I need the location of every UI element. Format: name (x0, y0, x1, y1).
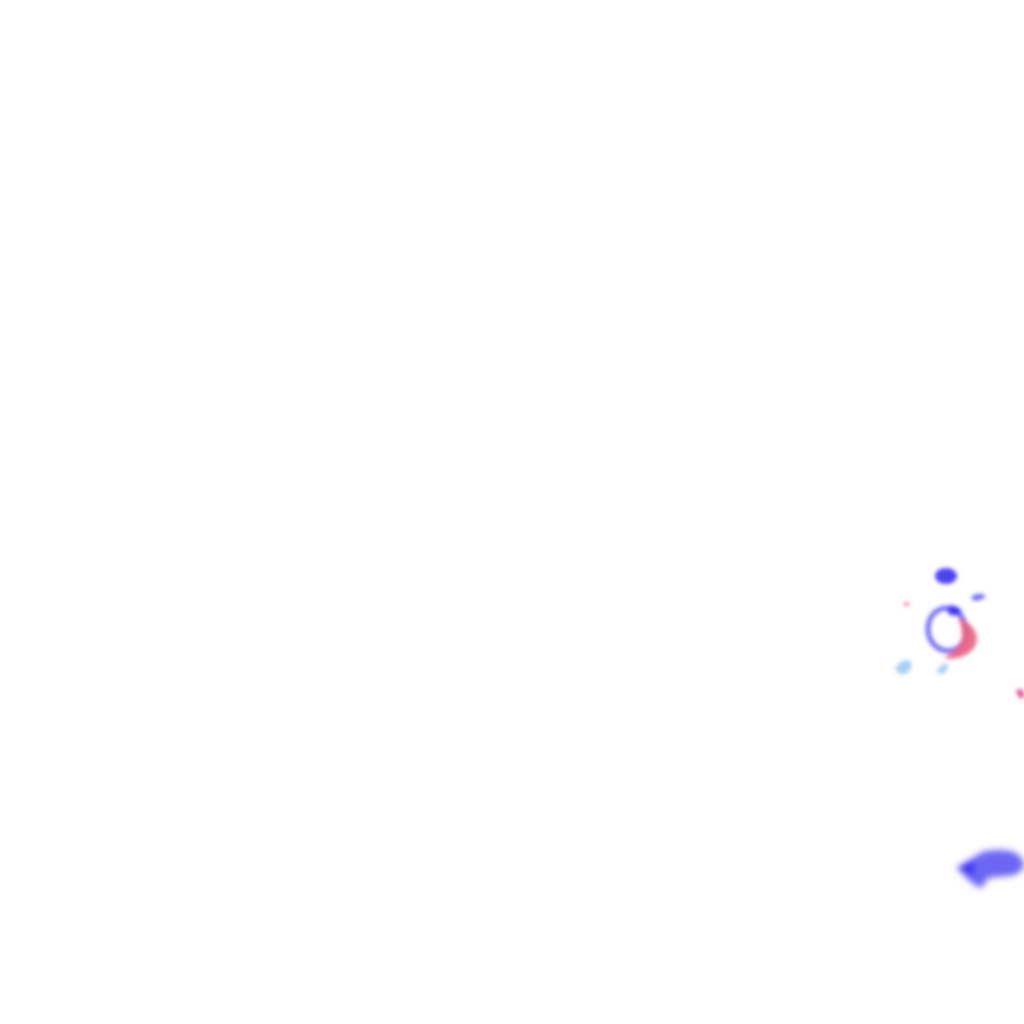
pink-crescent (944, 618, 977, 659)
blue-ring (925, 605, 969, 654)
upper-cluster (895, 568, 986, 675)
blue-arrow-tip (956, 858, 974, 876)
lower-arrow-smear (956, 850, 1024, 888)
edge-pink-fleck (1016, 689, 1024, 699)
small-blue-flick (972, 594, 986, 601)
light-blue-drip-right (936, 663, 948, 674)
pink-dot-left (903, 602, 910, 606)
blue-center-mark (948, 605, 962, 616)
light-blue-drip-left (895, 660, 912, 675)
blue-arrow-body (958, 850, 1024, 888)
top-blue-blob (935, 568, 957, 584)
